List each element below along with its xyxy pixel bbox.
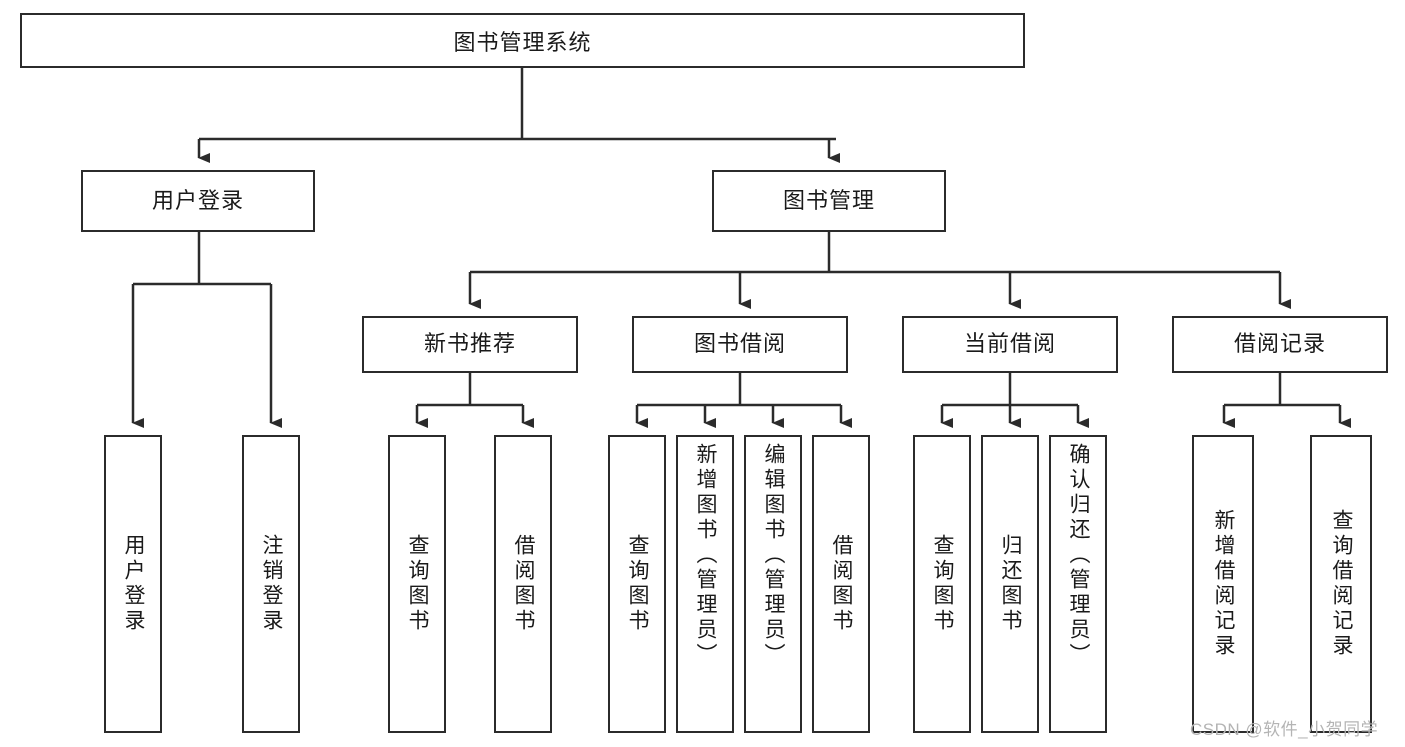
leaf-label: 确认归还（管理员） [1067, 443, 1091, 668]
leaf-label: 查询借阅记录 [1330, 509, 1354, 659]
node-current-borrow[interactable]: 当前借阅 [902, 316, 1118, 373]
leaf-label: 查询图书 [931, 534, 955, 634]
leaf-label: 查询图书 [626, 534, 650, 634]
node-label: 借阅记录 [1233, 331, 1326, 357]
leaf-add-book[interactable]: 新增图书（管理员） [676, 435, 734, 733]
leaf-logout-login[interactable]: 注销登录 [242, 435, 300, 733]
leaf-edit-book[interactable]: 编辑图书（管理员） [744, 435, 802, 733]
leaf-query-book-2[interactable]: 查询图书 [608, 435, 666, 733]
leaf-return-book[interactable]: 归还图书 [981, 435, 1039, 733]
leaf-label: 借阅图书 [512, 534, 536, 634]
node-root-system[interactable]: 图书管理系统 [20, 13, 1025, 68]
leaf-borrow-book-1[interactable]: 借阅图书 [494, 435, 552, 733]
leaf-user-login[interactable]: 用户登录 [104, 435, 162, 733]
node-label: 当前借阅 [963, 331, 1056, 357]
node-user-login[interactable]: 用户登录 [81, 170, 315, 232]
leaf-label: 注销登录 [260, 534, 284, 634]
node-borrow-record[interactable]: 借阅记录 [1172, 316, 1388, 373]
leaf-label: 新增图书（管理员） [694, 443, 718, 668]
leaf-query-book-3[interactable]: 查询图书 [913, 435, 971, 733]
leaf-query-record[interactable]: 查询借阅记录 [1310, 435, 1372, 733]
leaf-label: 借阅图书 [830, 534, 854, 634]
node-label: 图书管理 [782, 187, 875, 213]
leaf-add-record[interactable]: 新增借阅记录 [1192, 435, 1254, 733]
node-label: 图书管理系统 [453, 29, 592, 55]
leaf-label: 查询图书 [406, 534, 430, 634]
node-book-manage[interactable]: 图书管理 [712, 170, 946, 232]
leaf-label: 归还图书 [999, 534, 1023, 634]
node-label: 图书借阅 [693, 331, 786, 357]
leaf-confirm-return[interactable]: 确认归还（管理员） [1049, 435, 1107, 733]
watermark-text: CSDN @软件_小贺同学 [1190, 720, 1379, 739]
leaf-label: 编辑图书（管理员） [762, 443, 786, 668]
leaf-label: 用户登录 [122, 534, 146, 634]
node-label: 用户登录 [151, 187, 244, 213]
leaf-borrow-book-2[interactable]: 借阅图书 [812, 435, 870, 733]
node-new-book-recommend[interactable]: 新书推荐 [362, 316, 578, 373]
node-label: 新书推荐 [423, 331, 516, 357]
leaf-query-book-1[interactable]: 查询图书 [388, 435, 446, 733]
leaf-label: 新增借阅记录 [1212, 509, 1236, 659]
node-book-borrow[interactable]: 图书借阅 [632, 316, 848, 373]
